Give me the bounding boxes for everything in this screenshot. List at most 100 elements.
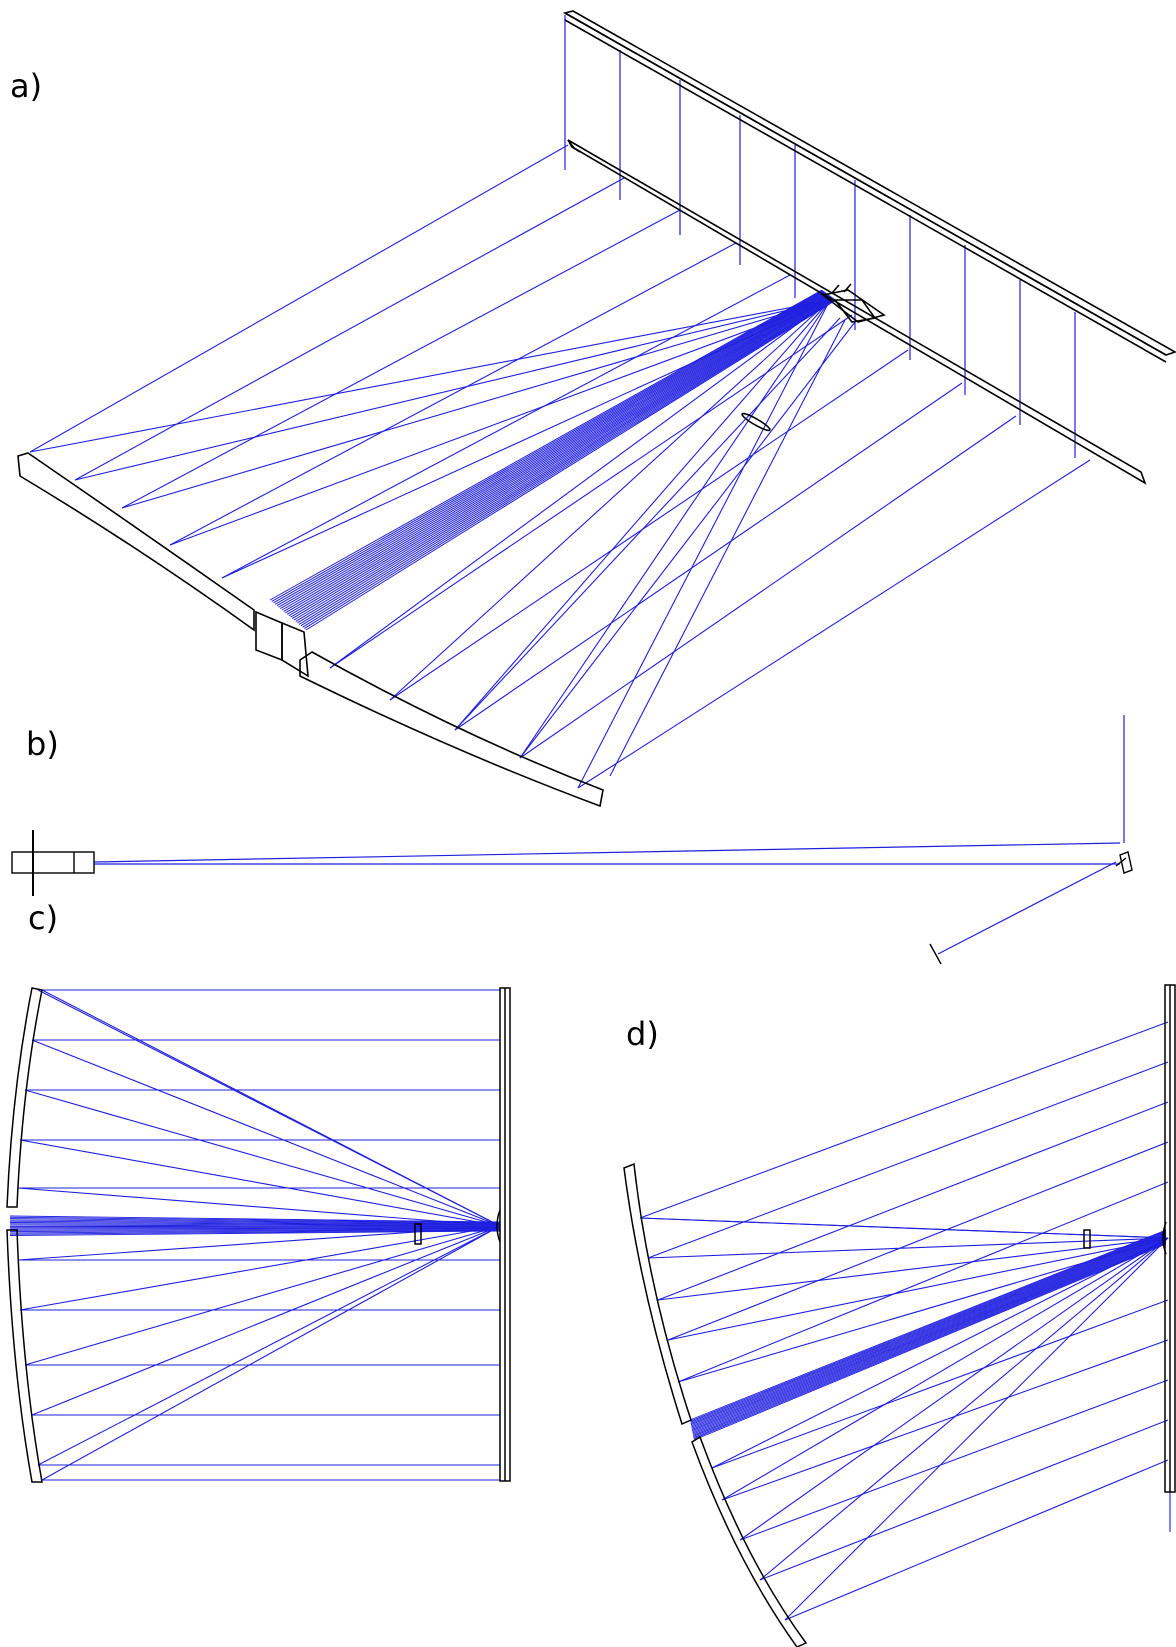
ray-d-collimated — [739, 1379, 1169, 1541]
panel-label-a: a) — [10, 67, 43, 105]
panel-d — [623, 984, 1176, 1647]
ray-c-fan — [19, 1139, 501, 1227]
ray-c-beam — [9, 1215, 501, 1223]
grating-box-2 — [281, 621, 309, 678]
ray-d-beam — [692, 1238, 1167, 1434]
ray-a-beam — [300, 298, 835, 627]
panel-b-optics — [11, 830, 1133, 965]
detector-rail-edge — [564, 12, 1167, 356]
ray-d-collimated — [759, 1419, 1169, 1581]
ray-a-beam — [304, 299, 836, 629]
panel-b — [11, 715, 1133, 965]
ray-a-collimated — [577, 459, 1091, 789]
ray-a-fan — [74, 299, 831, 481]
collimator-mirror-lower — [299, 651, 604, 808]
rotated-lens — [1083, 1229, 1091, 1249]
ray-d-fan — [667, 1237, 1169, 1341]
ray-a-collimated — [121, 209, 681, 509]
ray-d-beam — [693, 1243, 1167, 1441]
ray-d-fan — [657, 1237, 1169, 1301]
ray-d-beam — [690, 1231, 1167, 1423]
side-fold-mirror-tick — [1115, 857, 1127, 867]
fold-mirror-edge — [831, 284, 840, 294]
ray-c-fan — [31, 1039, 501, 1227]
focal-bar-left-end — [567, 139, 581, 153]
ray-d-fan — [739, 1237, 1169, 1541]
ray-c-beam — [9, 1218, 501, 1224]
ray-a-beam — [274, 290, 825, 605]
ray-d-fan — [784, 1237, 1169, 1621]
panel-a-optics — [17, 10, 1176, 808]
ray-c-beam — [9, 1228, 501, 1231]
fold-mirror-2 — [833, 299, 877, 323]
ray-a-beam — [305, 299, 837, 631]
ray-a-beam — [288, 294, 830, 617]
ray-d-fan — [711, 1237, 1169, 1469]
side-detector-endcap — [929, 943, 942, 965]
panel-b-rays — [93, 715, 1125, 955]
ray-a-beam — [292, 295, 831, 620]
ray-c-beam — [9, 1228, 501, 1233]
ray-a-beam — [298, 297, 834, 625]
focal-plane-bar — [567, 139, 1147, 485]
ray-c-beam — [9, 1227, 501, 1230]
ray-c-beam — [9, 1216, 501, 1224]
ray-c-beam — [9, 1229, 501, 1235]
ray-a-beam — [273, 290, 824, 604]
ray-c-beam — [9, 1229, 501, 1234]
ray-d-beam — [690, 1232, 1167, 1424]
ray-d-beam — [691, 1233, 1167, 1427]
detector-rail-edge-2 — [564, 19, 1167, 363]
ray-a-fan — [454, 299, 831, 731]
ray-a-cross — [519, 321, 856, 759]
ray-d-beam — [689, 1229, 1167, 1421]
ray-a-beam — [295, 296, 833, 622]
ray-d-beam — [692, 1239, 1167, 1435]
top-mirror-lower — [6, 1229, 43, 1483]
ray-d-beam — [691, 1234, 1167, 1428]
side-slit-housing — [11, 851, 95, 874]
ray-a-collimated — [74, 177, 625, 481]
ray-d-beam — [693, 1242, 1167, 1440]
ray-a-fan — [389, 299, 831, 701]
ray-a-collimated — [519, 415, 1017, 759]
ray-c-fan — [19, 1225, 501, 1311]
ray-d-collimated — [657, 1101, 1169, 1301]
fold-mirror — [821, 289, 886, 323]
grating-box — [255, 610, 283, 662]
ray-c-fan — [24, 1225, 501, 1366]
ray-d-fan — [721, 1237, 1169, 1501]
ray-d-collimated — [639, 1021, 1169, 1219]
ray-a-beam — [283, 293, 828, 612]
collimator-mirror-upper — [17, 452, 255, 632]
ray-a-collimated — [454, 382, 963, 731]
ray-d-collimated — [711, 1299, 1169, 1469]
top-lens — [414, 1223, 422, 1245]
ray-a-beam — [281, 292, 827, 611]
rotated-fold-mirror — [1162, 1221, 1167, 1255]
ray-c-beam — [9, 1230, 501, 1236]
ray-d-beam — [693, 1241, 1167, 1439]
ray-c-diag — [41, 1225, 501, 1481]
top-mirror-upper — [6, 987, 43, 1208]
ray-a-beam — [269, 289, 823, 601]
ray-d-beam — [692, 1237, 1167, 1433]
panel-d-optics — [623, 984, 1176, 1647]
rotated-mirror-upper — [623, 1162, 692, 1426]
ray-c-beam — [9, 1224, 501, 1227]
ray-a-collimated — [221, 274, 791, 579]
ray-a-beam — [290, 295, 831, 618]
ray-a-beam — [271, 290, 823, 602]
ray-a-collimated — [329, 314, 853, 669]
ray-b-return — [937, 861, 1117, 955]
ray-d-beam — [693, 1241, 1167, 1437]
panel-label-d: d) — [626, 1015, 659, 1053]
ray-c-fan — [17, 1187, 501, 1227]
ray-a-collimated — [169, 242, 737, 546]
ray-d-beam — [690, 1230, 1167, 1422]
ray-d-collimated — [784, 1459, 1169, 1621]
ray-a-beam — [276, 291, 825, 607]
panel-a — [17, 10, 1176, 808]
